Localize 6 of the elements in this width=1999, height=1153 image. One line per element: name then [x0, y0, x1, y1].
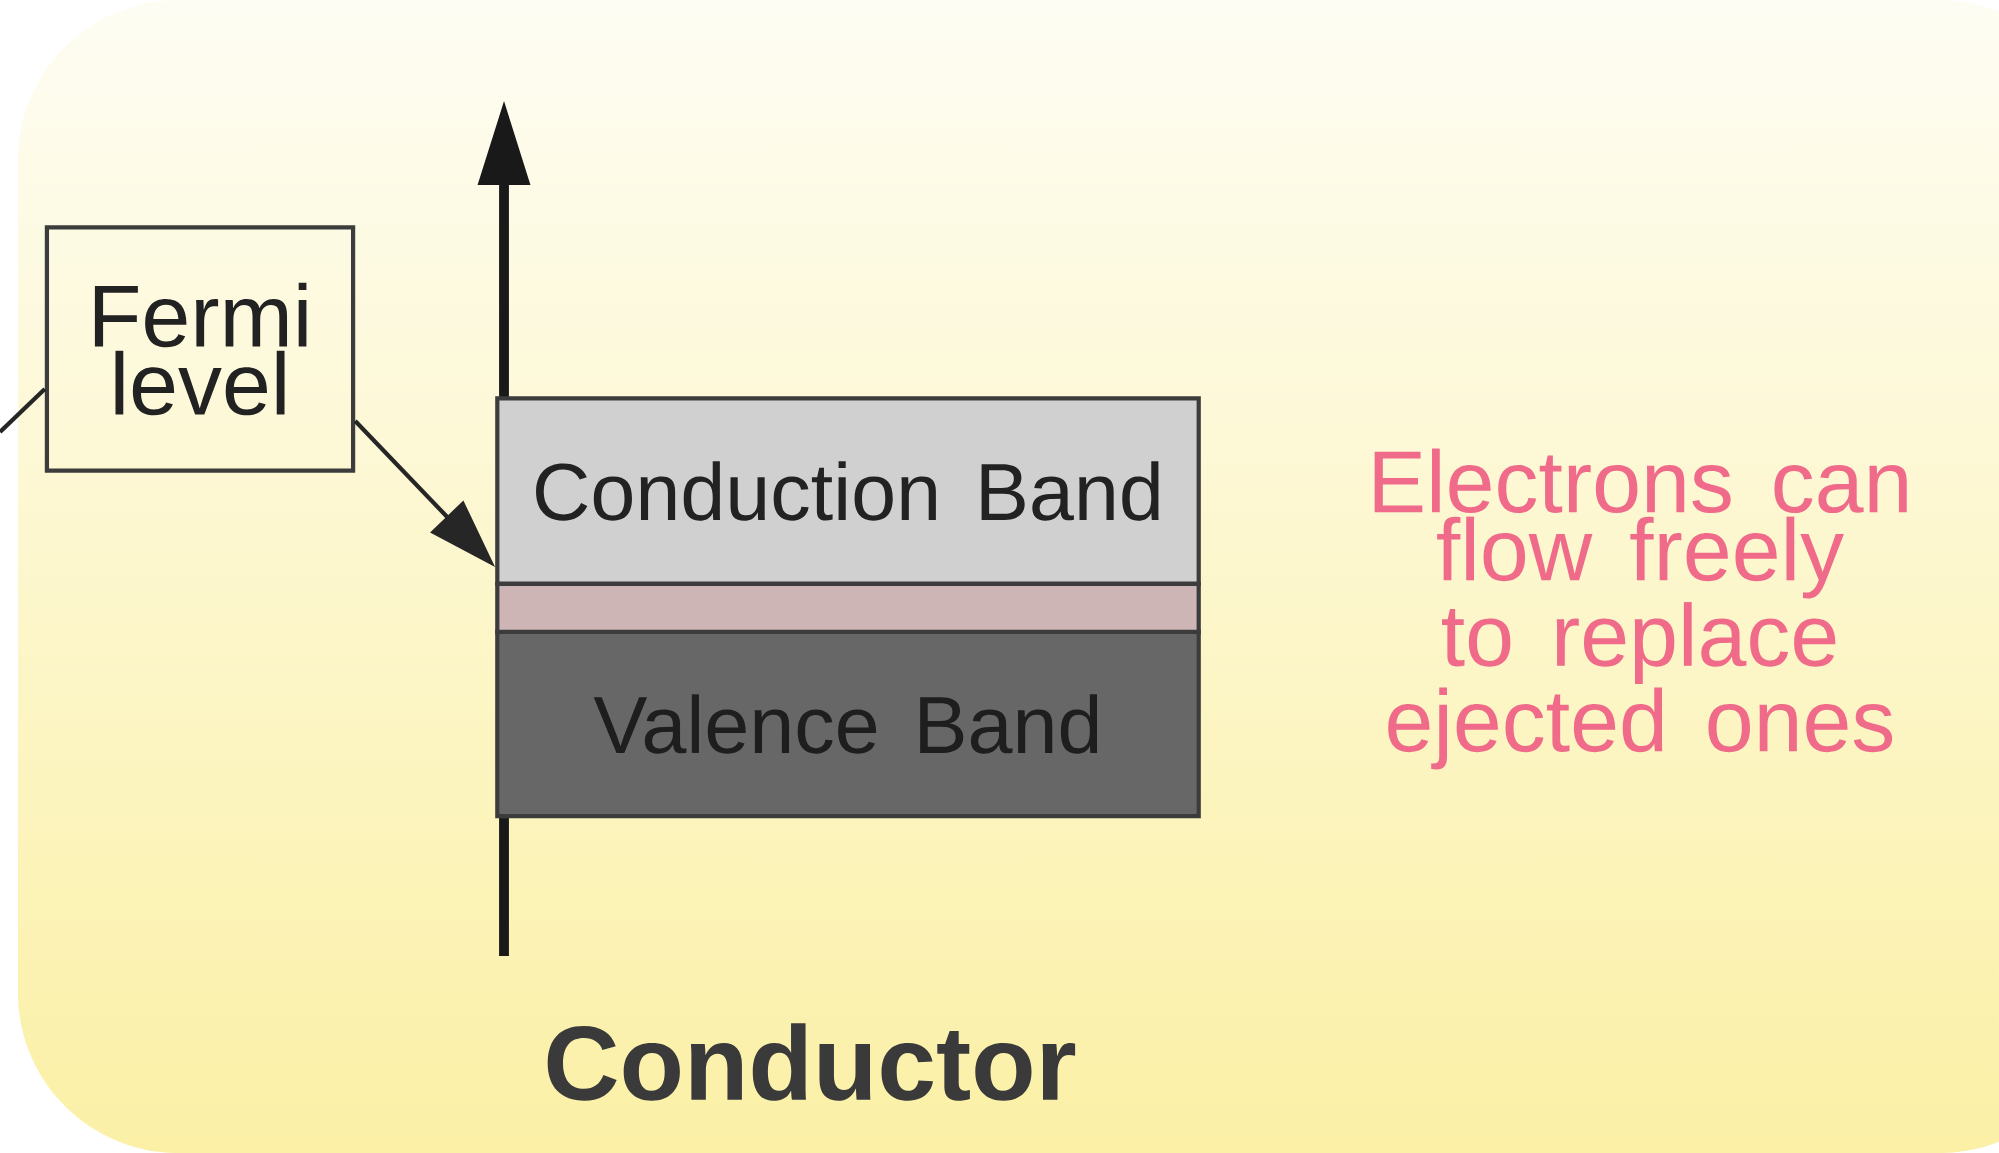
annotation-text: Electrons can flow freely to replace ejected ones [1374, 448, 1907, 770]
band-box: Conduction Band [495, 396, 1201, 586]
label-box: Fermi level [44, 225, 356, 473]
caption-text: Conductor [547, 1023, 1076, 1101]
band-box: Valence Band [495, 629, 1201, 819]
leader-line [0, 387, 47, 434]
